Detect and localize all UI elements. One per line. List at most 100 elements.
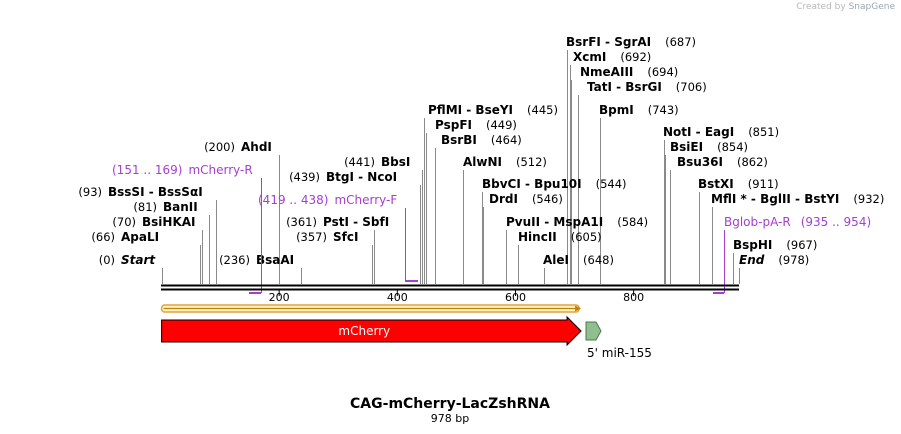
site-lines [162, 50, 740, 284]
snapgene-credit: Created by SnapGene [796, 2, 895, 12]
site-name: NmeAIII [580, 65, 633, 79]
site-name: SfcI [333, 230, 358, 244]
site-bsssi-bsss-i[interactable]: BssSI - BssSαI (93) [78, 185, 202, 199]
site-position: (441) [344, 155, 375, 169]
feature-arrow [585, 321, 602, 341]
site-end[interactable]: End(978) [739, 253, 809, 267]
features: mCherry 5' miR-155 [161, 315, 652, 360]
site-hincii[interactable]: HincII (605) [518, 230, 602, 244]
site-position: (361) [286, 215, 317, 229]
site-banii[interactable]: BanII(81) [133, 200, 197, 214]
orf-arrowhead [575, 305, 582, 312]
site-position: (605) [571, 230, 602, 244]
site-xcmi[interactable]: XcmI (692) [573, 50, 651, 64]
site-position: (546) [532, 192, 563, 206]
site-bsrbi[interactable]: BsrBI(464) [441, 133, 522, 147]
scale-ticks: 200 400 600 800 [269, 290, 644, 304]
site-bsu36i[interactable]: Bsu36I (862) [677, 155, 768, 169]
site-position: (694) [647, 65, 678, 79]
site-name: BpmI [599, 103, 634, 117]
site-position: (932) [853, 192, 884, 206]
site-bsihkai[interactable]: BsiHKAI (70) [112, 215, 195, 229]
site-position: (200) [204, 140, 235, 154]
site-name: BsaAI [256, 253, 294, 267]
site-pspfi[interactable]: PspFI(449) [435, 118, 517, 132]
site-bsrfi-sgrai[interactable]: BsrFI - SgrAI(687) [566, 35, 696, 49]
primer-name: Bglob-pA-R [724, 215, 791, 229]
site-name: BanII [163, 200, 198, 214]
site-name: DrdI [489, 192, 518, 206]
site-position: (854) [717, 140, 748, 154]
site-mfli-bglii-bstyi[interactable]: MflI * - BglII - BstYI(932) [711, 192, 884, 206]
site-name: AleI [543, 253, 569, 267]
site-bpmi[interactable]: BpmI (743) [599, 103, 679, 117]
site-bsphi[interactable]: BspHI(967) [733, 238, 817, 252]
site-position: (743) [648, 103, 679, 117]
tick-label: 200 [269, 291, 290, 304]
primer-name: mCherry-F [334, 193, 397, 207]
site-name: Bsu36I [677, 155, 723, 169]
primer-range: (419 .. 438) [258, 193, 328, 207]
site-nmeaiii[interactable]: NmeAIII (694) [580, 65, 678, 79]
site-name: BspHI [733, 238, 772, 252]
site-labels: Start (0) ApaLI(66)BsiHKAI (70)BanII(81)Bss… [78, 35, 884, 267]
site-name: BsiEI [670, 140, 703, 154]
site-position: (93) [78, 185, 102, 199]
site-position: (70) [112, 215, 136, 229]
site-name: HincII [518, 230, 557, 244]
site-name: BssSI - BssSαI [108, 185, 203, 199]
site-name: End [739, 253, 765, 267]
site-position: (862) [737, 155, 768, 169]
feature-5-mir-155[interactable]: 5' miR-155 [585, 321, 652, 360]
primer-mcherry-f[interactable]: (419 .. 438) mCherry-F [258, 193, 418, 282]
site-start[interactable]: Start (0) [99, 253, 157, 267]
site-bsaai[interactable]: BsaAI (236) [219, 253, 294, 267]
primer-mcherry-r[interactable]: (151 .. 169)mCherry-R [112, 163, 262, 294]
site-position: (449) [486, 118, 517, 132]
site-position: (851) [748, 125, 779, 139]
site-bbvci-bpu10i[interactable]: BbvCI - Bpu10I(544) [482, 177, 627, 191]
site-name: BsiHKAI [142, 215, 196, 229]
site-position: (236) [219, 253, 250, 267]
site-drdi[interactable]: DrdI (546) [489, 192, 563, 206]
site-name: PflMI - BseYI [428, 103, 513, 117]
site-psti-sbfi[interactable]: PstI - SbfI(361) [286, 215, 389, 229]
site-pvuii-mspa1i[interactable]: PvuII - MspA1I(584) [506, 215, 648, 229]
tick-label: 800 [623, 291, 644, 304]
primer-bglob-pa-r[interactable]: Bglob-pA-R (935 .. 954) [713, 215, 871, 294]
primer-range: (935 .. 954) [801, 215, 871, 229]
site-position: (692) [620, 50, 651, 64]
site-name: ApaLI [121, 230, 159, 244]
site-position: (0) [99, 253, 115, 267]
site-name: BbvCI - Bpu10I [482, 177, 582, 191]
site-noti-eagi[interactable]: NotI - EagI(851) [663, 125, 779, 139]
site-name: BbsI [381, 155, 410, 169]
site-alei[interactable]: AleI(648) [543, 253, 614, 267]
feature-label: 5' miR-155 [587, 346, 652, 360]
tick-label: 400 [387, 291, 408, 304]
site-name: PvuII - MspA1I [506, 215, 603, 229]
site-name: BstXI [698, 177, 734, 191]
site-btgi-ncoi[interactable]: BtgI - NcoI(439) [289, 170, 397, 184]
site-position: (357) [296, 230, 327, 244]
site-sfci[interactable]: SfcI (357) [296, 230, 358, 244]
tick-label: 600 [505, 291, 526, 304]
primers: (151 .. 169)mCherry-R(419 .. 438) mCherry… [112, 163, 871, 294]
site-bstxi[interactable]: BstXI (911) [698, 177, 779, 191]
site-name: XcmI [573, 50, 606, 64]
site-alwni[interactable]: AlwNI(512) [463, 155, 547, 169]
feature-mcherry[interactable]: mCherry [161, 315, 582, 347]
site-name: TatI - BsrGI [587, 80, 662, 94]
site-name: Start [121, 253, 156, 267]
primer-range: (151 .. 169) [112, 163, 182, 177]
site-bsiei[interactable]: BsiEI (854) [670, 140, 748, 154]
site-position: (911) [748, 177, 779, 191]
site-tati-bsrgi[interactable]: TatI - BsrGI(706) [587, 80, 707, 94]
site-position: (439) [289, 170, 320, 184]
site-pflmi-bseyi[interactable]: PflMI - BseYI(445) [428, 103, 558, 117]
site-name: AlwNI [463, 155, 502, 169]
site-apali[interactable]: ApaLI(66) [91, 230, 159, 244]
site-ahdi[interactable]: AhdI(200) [204, 140, 272, 154]
site-bbsi[interactable]: BbsI (441) [344, 155, 410, 169]
credit-prefix: Created by [796, 2, 846, 12]
